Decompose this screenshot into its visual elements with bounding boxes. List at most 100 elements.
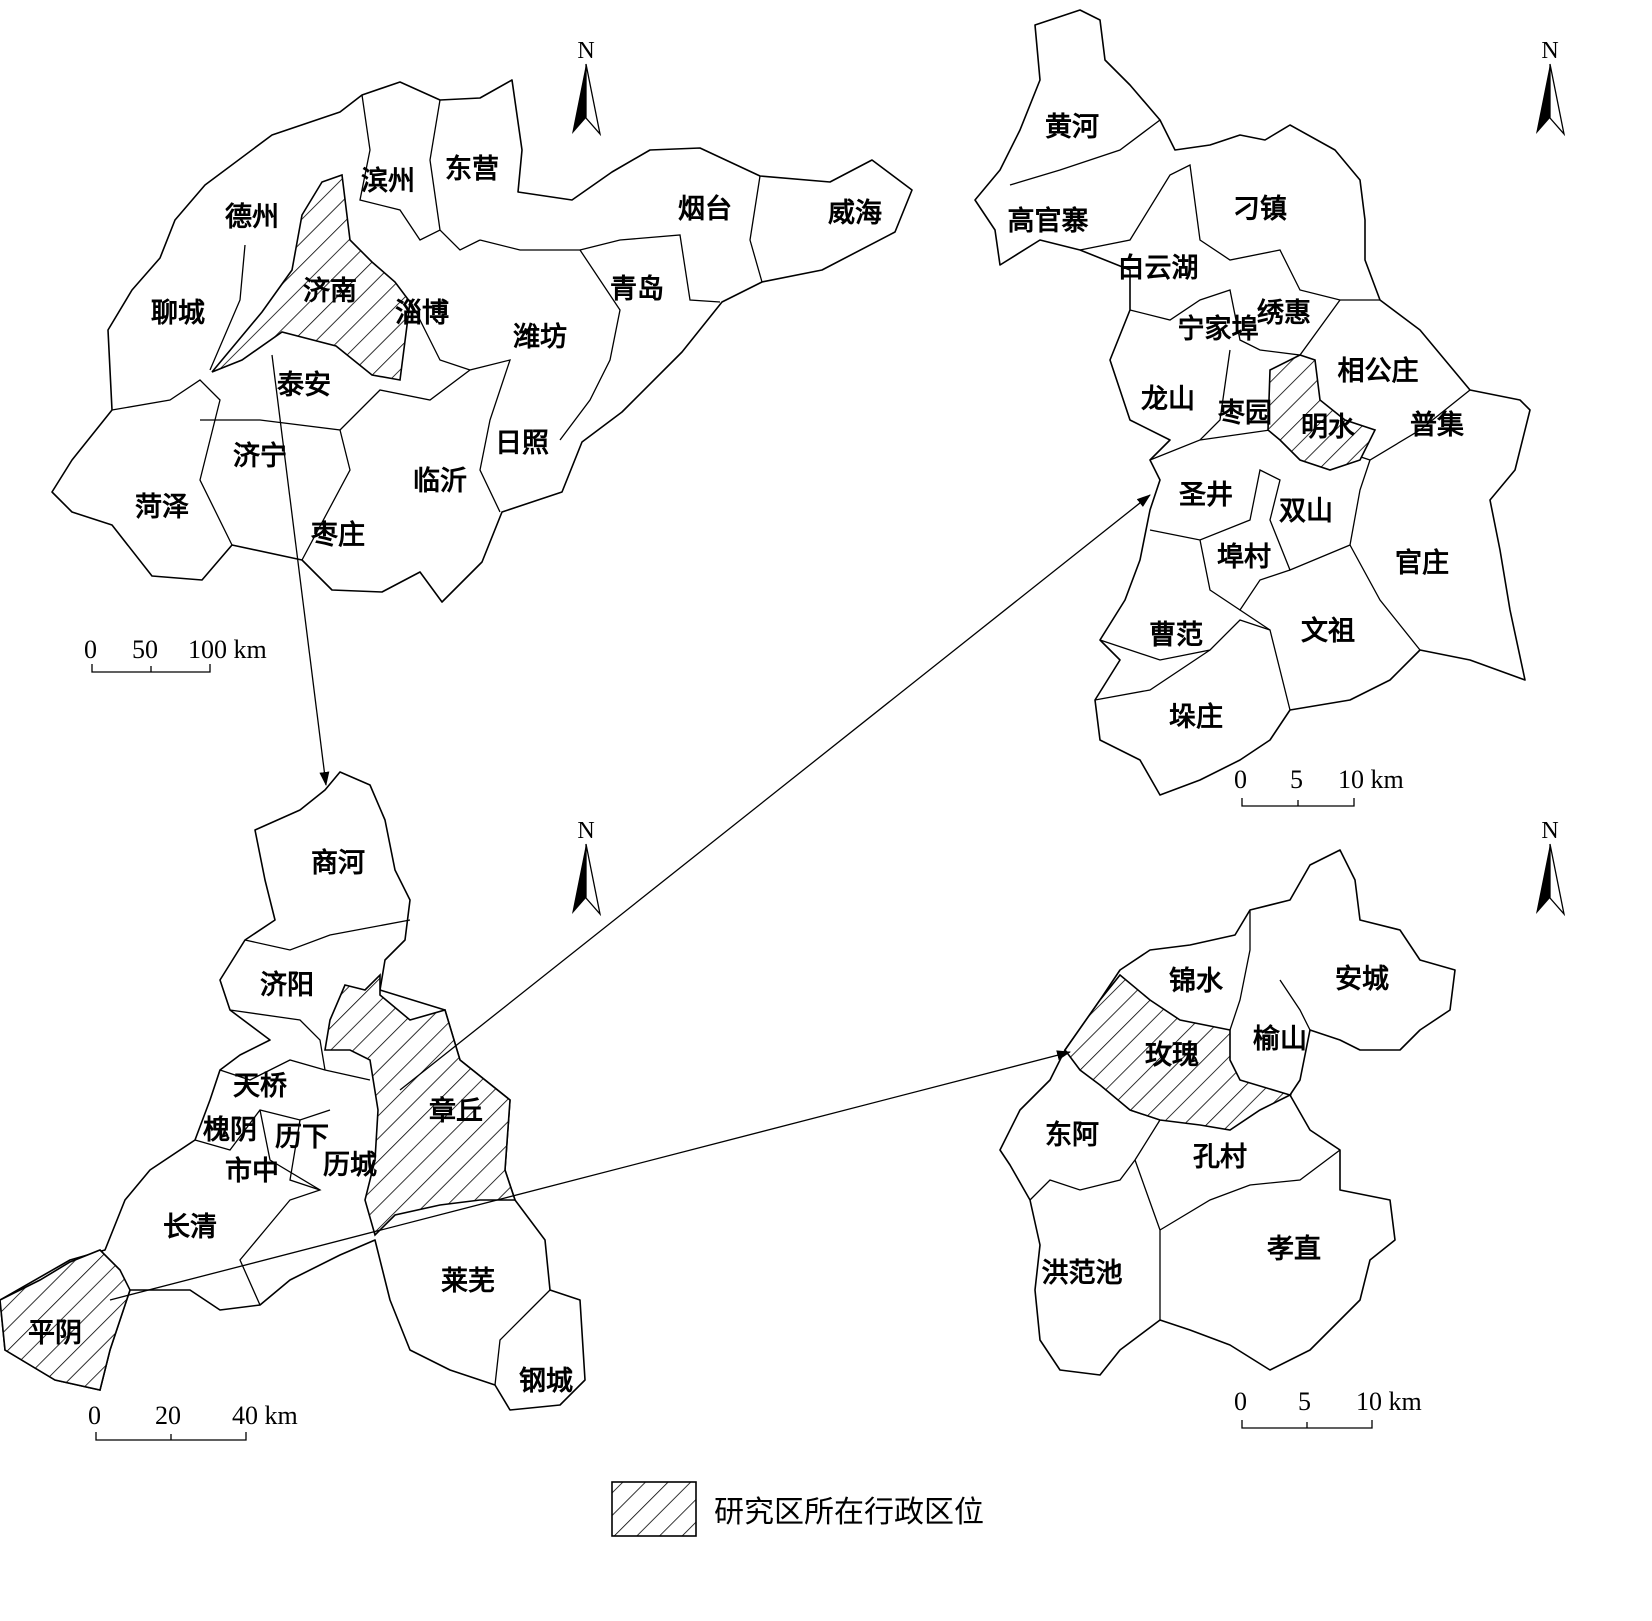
label-puji: 普集 (1410, 409, 1465, 441)
shandong-boundaries (209, 244, 246, 371)
label-longshan: 龙山 (1141, 384, 1195, 415)
scale-label: 10 km (1338, 765, 1404, 794)
jinan-labels: 商河 济阳 天桥 槐阴 历下 市中 历城 章丘 长清 平阴 莱芜 钢城 (28, 848, 573, 1397)
arrow-shandong-to-jinan (271, 354, 330, 786)
label-huaiyin: 槐阴 (203, 1115, 257, 1146)
label-jining: 济宁 (233, 440, 287, 472)
label-zibo: 淄博 (395, 297, 449, 329)
scale-label: 20 (155, 1401, 181, 1430)
scale-label: 5 (1290, 765, 1303, 794)
legend-label: 研究区所在行政区位 (714, 1495, 984, 1530)
label-yantai: 烟台 (678, 193, 732, 225)
label-laiwu: 莱芜 (441, 1266, 495, 1297)
shandong-boundaries (429, 99, 441, 231)
jinan-boundaries (244, 919, 411, 951)
shandong-boundaries (479, 239, 621, 441)
label-shanghe: 商河 (311, 848, 365, 879)
label-licheng: 历城 (323, 1150, 377, 1181)
label-ningjiabu: 宁家埠 (1178, 313, 1259, 345)
scale-bar: 0 50 100 km (84, 635, 267, 673)
label-weihai: 威海 (828, 198, 882, 229)
label-pingyin: 平阴 (28, 1318, 82, 1349)
north-label: N (1541, 38, 1558, 64)
label-changqing: 长清 (163, 1212, 217, 1243)
label-gangcheng: 钢城 (519, 1366, 573, 1397)
jinan-boundaries (289, 1119, 321, 1191)
label-qingdao: 青岛 (610, 273, 664, 305)
scale-label: 50 (132, 635, 158, 664)
label-rizhao: 日照 (495, 428, 549, 459)
label-donge: 东阿 (1045, 1119, 1099, 1151)
label-hongfanchi: 洪范池 (1042, 1258, 1123, 1289)
pingyin-map: 锦水 安城 玫瑰 榆山 东阿 孔村 孝直 洪范池 0 5 10 km N (999, 818, 1566, 1429)
label-jiyang: 济阳 (260, 970, 314, 1001)
label-yushan: 榆山 (1253, 1023, 1307, 1055)
label-tianqiao: 天桥 (233, 1071, 287, 1102)
jinan-boundaries (239, 1109, 322, 1306)
scale-label: 0 (1234, 765, 1247, 794)
scale-label: 40 km (232, 1401, 298, 1430)
scale-bar: 0 20 40 km (88, 1401, 298, 1441)
scale-bar: 0 5 10 km (1234, 765, 1404, 807)
shandong-boundaries (339, 359, 511, 513)
shandong-boundaries (359, 94, 481, 251)
north-arrow: N (572, 38, 602, 137)
label-meigui: 玫瑰 (1145, 1040, 1199, 1071)
label-ancheng: 安城 (1335, 964, 1389, 995)
label-shuangshan: 双山 (1279, 496, 1333, 527)
arrow-pingyin-to-detail (109, 1050, 1071, 1301)
label-liaocheng: 聊城 (151, 298, 205, 329)
pingyin-boundaries (1159, 1149, 1341, 1231)
label-duozhuang: 垛庄 (1169, 701, 1223, 733)
label-zaozhuang: 枣庄 (310, 519, 365, 551)
north-arrow: N (572, 818, 602, 917)
jinan-boundaries (229, 1009, 326, 1071)
label-taian: 泰安 (277, 370, 331, 401)
label-dongying: 东营 (445, 153, 499, 185)
label-weifang: 潍坊 (513, 322, 567, 353)
pingyin-labels: 锦水 安城 玫瑰 榆山 东阿 孔村 孝直 洪范池 (1042, 964, 1390, 1289)
scale-label: 0 (88, 1401, 101, 1430)
zhangqiu-boundaries (1149, 459, 1371, 571)
north-label: N (1541, 818, 1558, 844)
zhangqiu-boundaries (1099, 619, 1291, 711)
connector-arrows (109, 354, 1151, 1301)
zhangqiu-boundaries (1079, 164, 1380, 301)
jinan-boundaries (494, 1289, 551, 1386)
scale-bar: 0 5 10 km (1234, 1387, 1422, 1429)
north-label: N (577, 818, 594, 844)
shandong-boundaries (409, 299, 471, 371)
north-arrow: N (1536, 818, 1566, 917)
zhangqiu-boundaries (1094, 649, 1211, 701)
zhangqiu-map: 黄河 高官寨 刁镇 白云湖 绣惠 宁家埠 相公庄 龙山 枣园 明水 普集 圣井 … (974, 9, 1566, 807)
shandong-boundaries (111, 379, 233, 546)
zhangqiu-outline (974, 9, 1531, 796)
north-arrow: N (1536, 38, 1566, 137)
zhangqiu-mingshui-highlight (1267, 354, 1377, 471)
zhangqiu-boundaries (1239, 609, 1271, 631)
label-jinan: 济南 (303, 276, 357, 307)
jinan-zhangqiu-highlight (324, 973, 517, 1237)
scale-label: 5 (1298, 1387, 1311, 1416)
label-mingshui: 明水 (1301, 412, 1356, 443)
label-wenzu: 文祖 (1301, 615, 1355, 647)
label-zhangqiu: 章丘 (429, 1095, 483, 1127)
north-label: N (577, 38, 594, 64)
scale-label: 10 km (1356, 1387, 1422, 1416)
label-zaoyuan: 枣园 (1217, 398, 1272, 429)
shandong-jinan-highlight (211, 173, 411, 381)
label-xiaozhi: 孝直 (1267, 1234, 1321, 1265)
label-huanghe: 黄河 (1045, 112, 1099, 143)
label-linyi: 临沂 (413, 465, 467, 497)
label-diaozhen: 刁镇 (1233, 194, 1287, 225)
label-guanzhuang: 官庄 (1395, 547, 1449, 579)
scale-label: 100 km (188, 635, 267, 664)
pingyin-boundaries (1279, 979, 1311, 1031)
label-kongcun: 孔村 (1193, 1142, 1247, 1173)
zhangqiu-boundaries (1009, 119, 1161, 186)
arrow-zhangqiu-to-detail (399, 494, 1151, 1091)
zhangqiu-labels: 黄河 高官寨 刁镇 白云湖 绣惠 宁家埠 相公庄 龙山 枣园 明水 普集 圣井 … (1008, 112, 1466, 733)
label-bucun: 埠村 (1217, 541, 1271, 573)
legend-hatch-swatch (611, 1481, 697, 1537)
label-binzhou: 滨州 (361, 165, 415, 197)
